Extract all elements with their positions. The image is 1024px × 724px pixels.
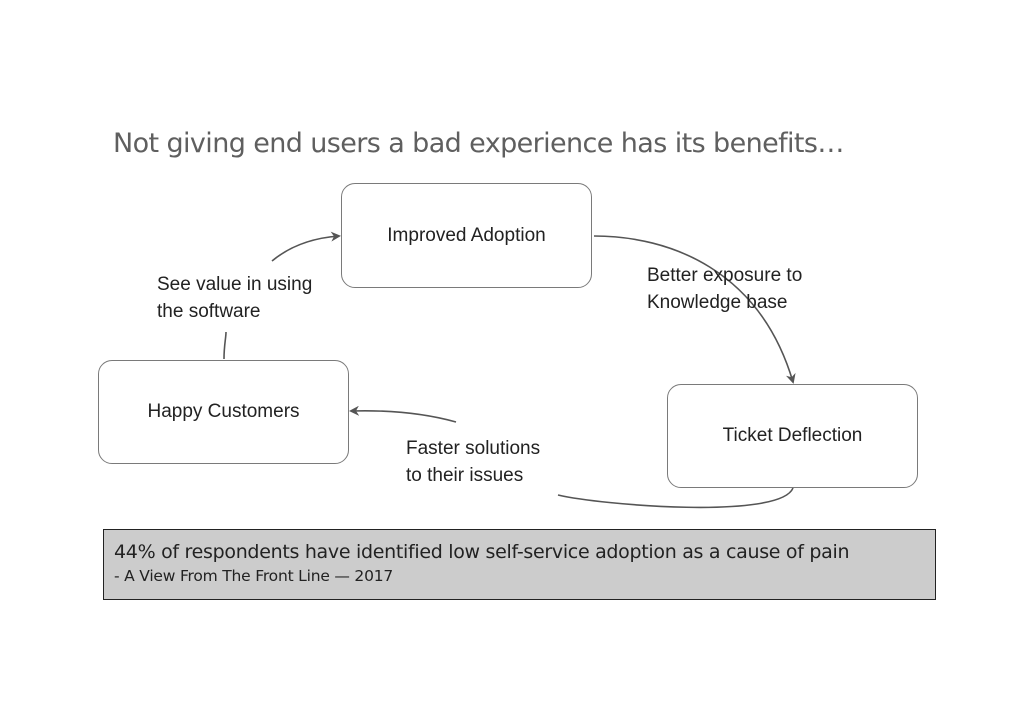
statistic-text: 44% of respondents have identified low s…: [114, 541, 850, 563]
arrow-seevalue-to-adoption: [271, 231, 341, 262]
node-happy-customers-label: Happy Customers: [147, 401, 300, 422]
slide-title: Not giving end users a bad experience ha…: [113, 128, 844, 159]
node-improved-adoption-label: Improved Adoption: [387, 224, 546, 246]
arrow-deflection-to-customers: [557, 487, 794, 509]
node-ticket-deflection: Ticket Deflection: [667, 384, 918, 488]
node-improved-adoption: Improved Adoption: [341, 183, 592, 288]
edge-label-better-exposure: Better exposure to Knowledge base: [647, 265, 803, 313]
statistic-source: - A View From The Front Line — 2017: [114, 567, 394, 585]
node-ticket-deflection-label: Ticket Deflection: [722, 425, 863, 446]
arrow-customers-to-adoption: [223, 331, 227, 360]
arrow-faster-to-customers: [349, 405, 457, 423]
edge-label-faster-solutions: Faster solutions to their issues: [406, 438, 541, 486]
statistic-callout: 44% of respondents have identified low s…: [103, 529, 936, 600]
edge-label-see-value: See value in using the software: [157, 274, 313, 322]
arrow-adoption-to-deflection: [593, 235, 796, 384]
node-happy-customers: Happy Customers: [98, 360, 349, 464]
